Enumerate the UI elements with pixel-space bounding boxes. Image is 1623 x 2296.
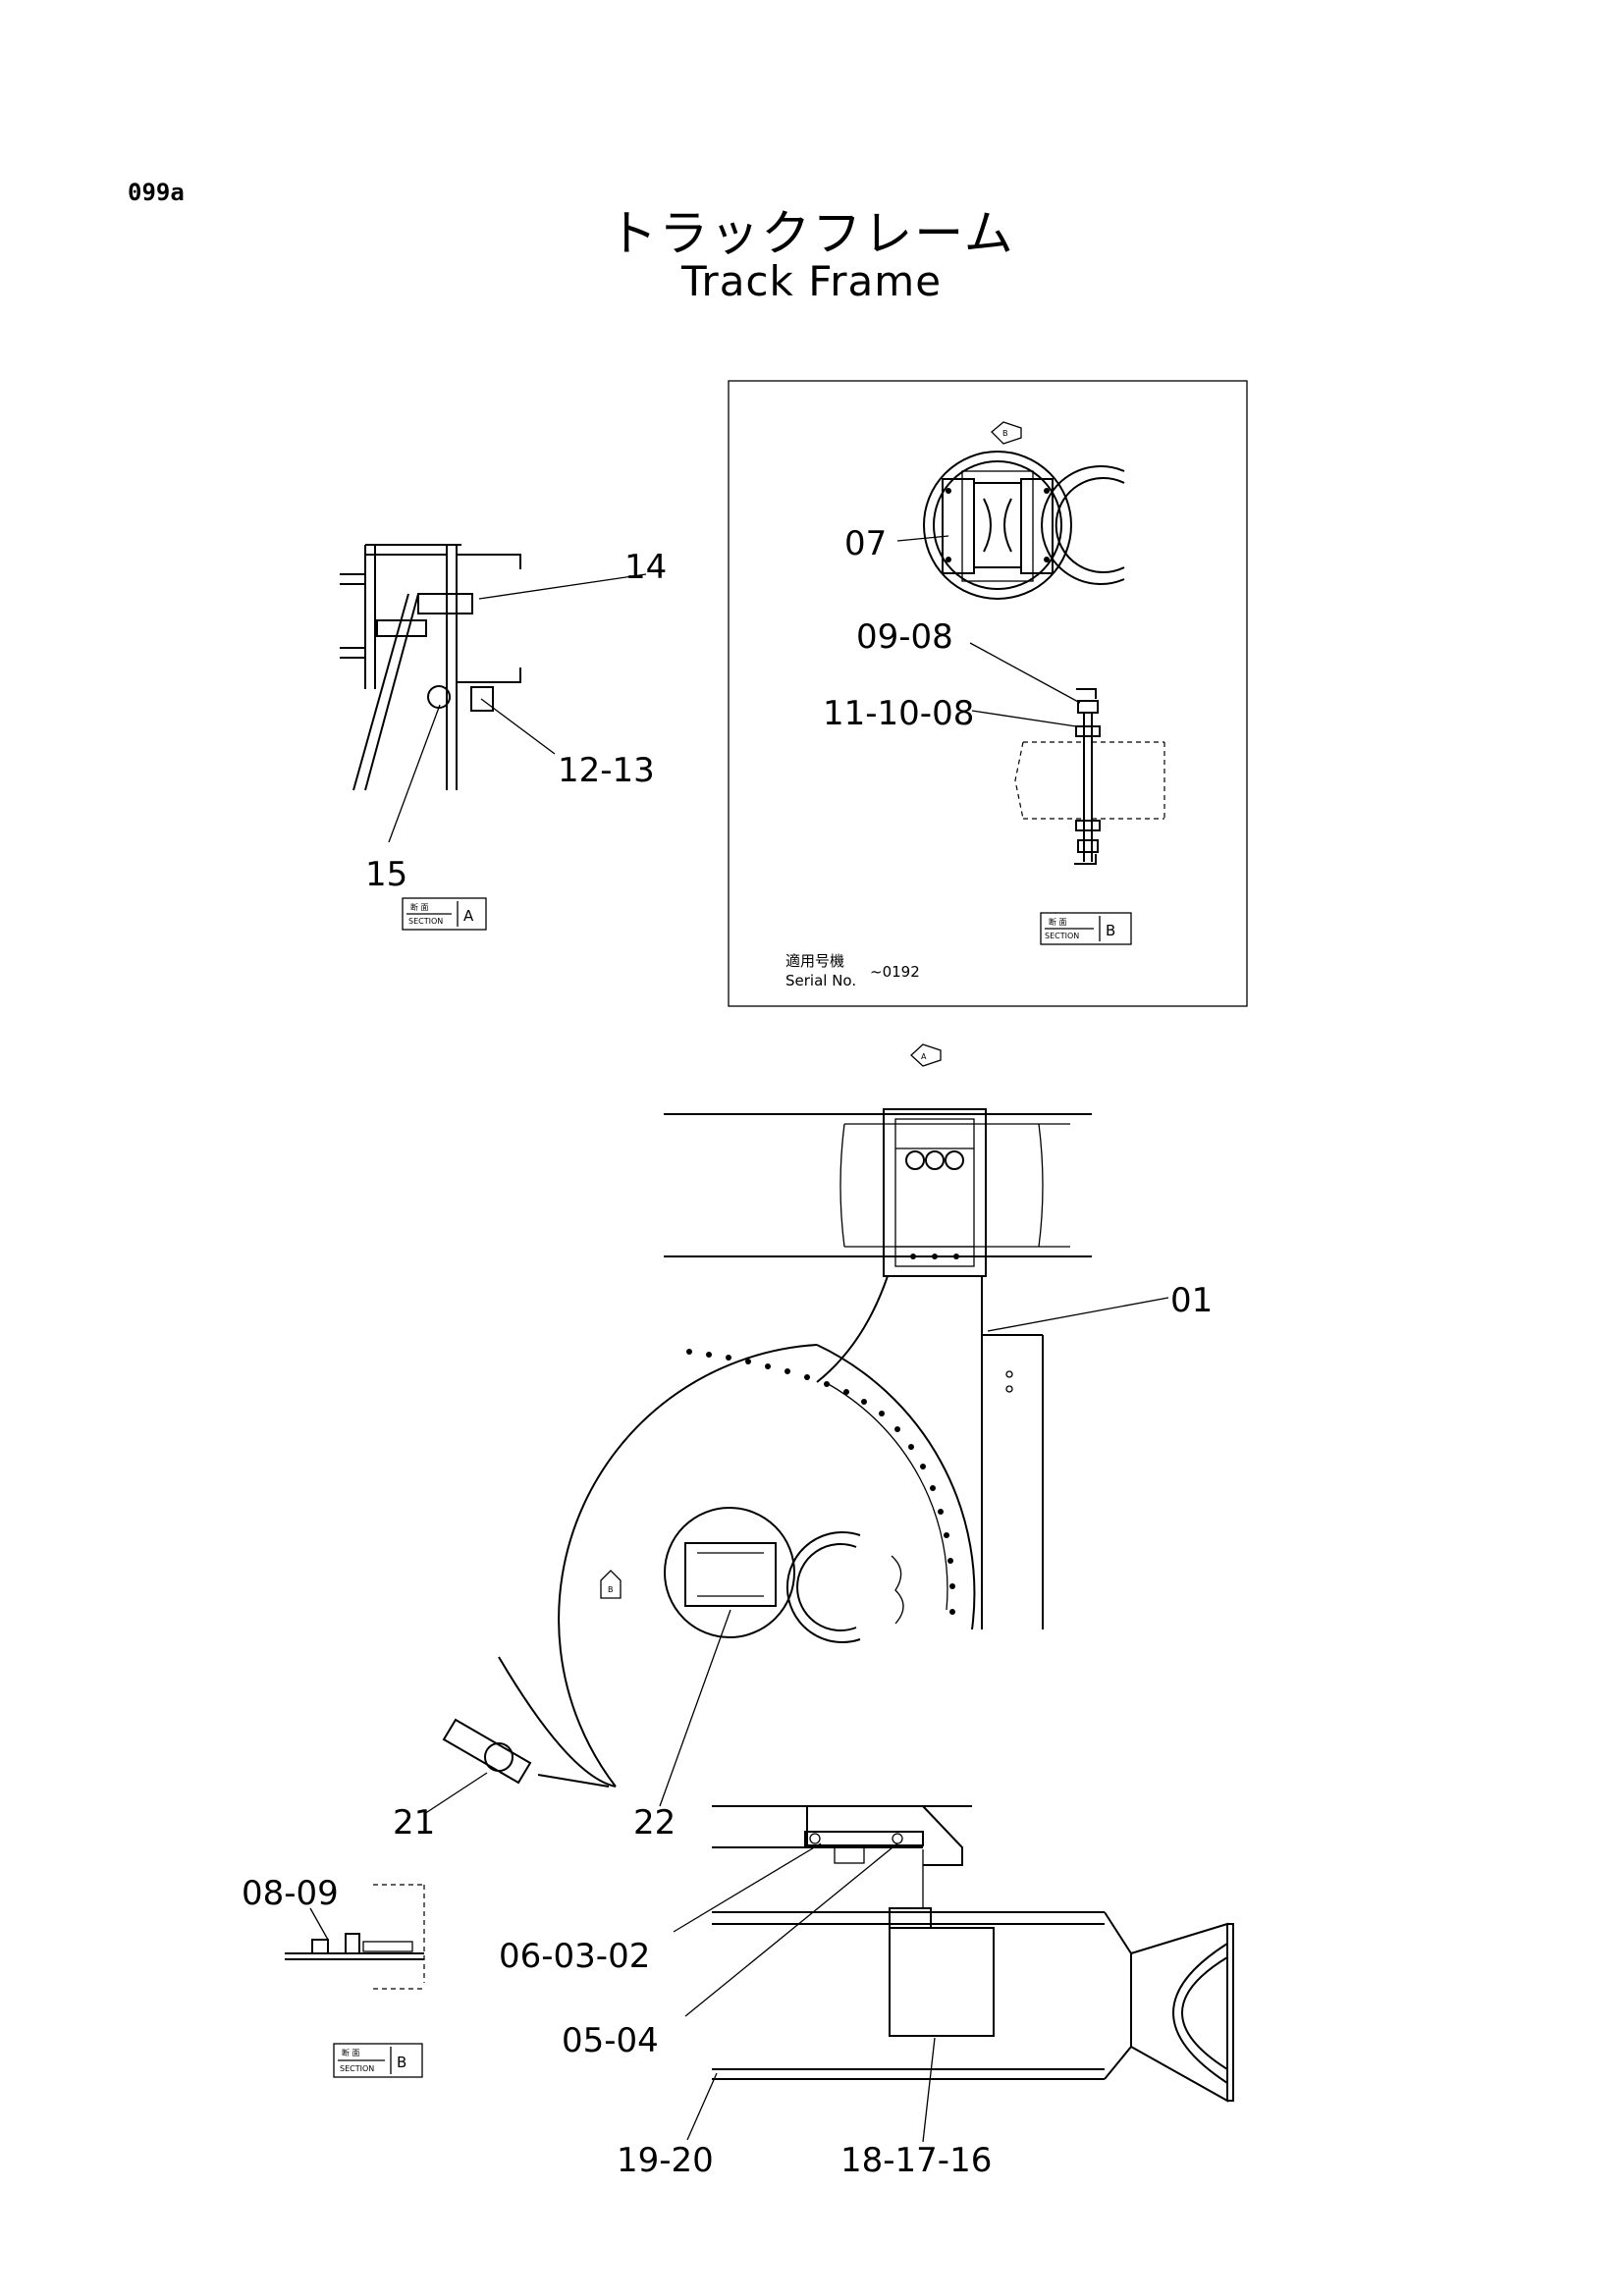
- callout-18-17-16: 18-17-16: [840, 2141, 992, 2180]
- svg-text:A: A: [921, 1052, 927, 1061]
- section-b-tag-lower: 断 面 SECTION B: [333, 2043, 423, 2078]
- leader-09-08: [969, 642, 1081, 704]
- leader-18-17-16: [922, 2037, 936, 2143]
- section-b-panel-frame: [728, 380, 1248, 1007]
- idler-end-view: [923, 451, 1125, 600]
- callout-06-03-02: 06-03-02: [499, 1937, 650, 1976]
- leader-22: [659, 1609, 731, 1807]
- bolt-assembly-detail: [1014, 688, 1165, 865]
- callout-14: 14: [624, 548, 667, 587]
- callout-19-20: 19-20: [617, 2141, 714, 2180]
- page-title-english: Track Frame: [680, 257, 943, 305]
- section-b-lower-letter: B: [397, 2054, 406, 2071]
- leader-11-10-08: [971, 710, 1077, 727]
- page-title-japanese: トラックフレーム: [608, 205, 1015, 262]
- callout-01: 01: [1170, 1281, 1213, 1320]
- callout-22: 22: [633, 1803, 676, 1842]
- section-a-kanji: 断 面: [410, 902, 429, 912]
- section-b-panel-kanji: 断 面: [1049, 917, 1067, 927]
- serial-value: ~0192: [870, 963, 920, 981]
- view-a-arrow: A: [910, 1043, 942, 1067]
- view-b-arrow-top: B: [991, 421, 1022, 445]
- wheel-bolt-holes: [686, 1349, 955, 1615]
- callout-09-08: 09-08: [856, 617, 953, 657]
- idler-wheel-plan: [498, 1344, 976, 1788]
- leader-01: [987, 1297, 1169, 1332]
- leader-06-03-02: [673, 1842, 822, 1933]
- serial-label-japanese: 適用号機: [785, 952, 844, 970]
- page-code: 099a: [128, 179, 185, 206]
- section-b-lower-word: SECTION: [340, 2064, 374, 2073]
- section-b-lower-kanji: 断 面: [342, 2048, 360, 2057]
- leader-08-09: [309, 1907, 329, 1941]
- svg-text:B: B: [608, 1585, 614, 1594]
- section-b-panel-letter: B: [1106, 922, 1115, 939]
- leader-07: [896, 535, 949, 542]
- callout-08-09: 08-09: [242, 1874, 339, 1913]
- track-frame-side-view: [712, 1805, 1234, 2103]
- section-a-word: SECTION: [408, 917, 443, 926]
- leader-05-04: [684, 1842, 898, 2017]
- cross-member-plan: [664, 1108, 1092, 1629]
- callout-05-04: 05-04: [562, 2021, 659, 2060]
- section-a-letter: A: [463, 907, 474, 925]
- section-b-tag-panel: 断 面 SECTION B: [1040, 912, 1132, 945]
- callout-07: 07: [844, 524, 887, 563]
- callout-12-13: 12-13: [558, 751, 655, 790]
- section-b-panel-word: SECTION: [1045, 932, 1079, 940]
- part-21-fitting: [442, 1718, 610, 1788]
- leader-21: [423, 1772, 488, 1815]
- section-a-detail: [340, 544, 647, 843]
- view-b-arrow-plan: B: [600, 1570, 622, 1599]
- callout-15: 15: [365, 855, 407, 894]
- callout-21: 21: [393, 1803, 435, 1842]
- section-a-tag: 断 面 SECTION A: [402, 897, 487, 931]
- callout-11-10-08: 11-10-08: [823, 694, 974, 733]
- svg-text:B: B: [1002, 429, 1008, 438]
- lower-section-b-detail: [285, 1884, 425, 1990]
- serial-label-english: Serial No.: [785, 972, 856, 989]
- leader-19-20: [686, 2072, 718, 2141]
